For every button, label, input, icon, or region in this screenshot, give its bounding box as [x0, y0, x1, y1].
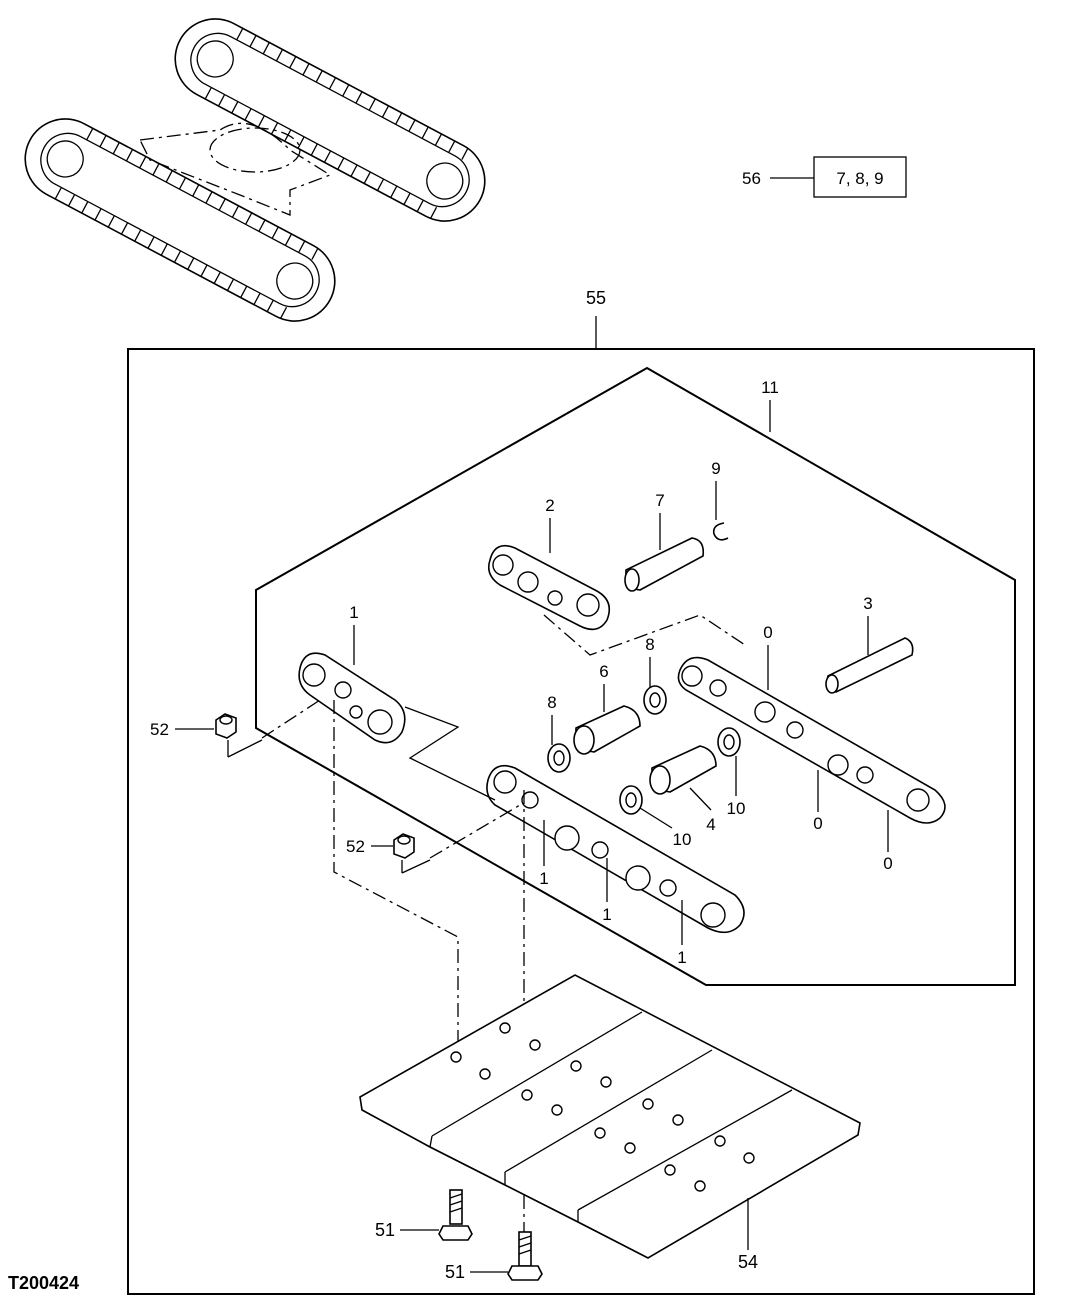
seal-10-left [619, 785, 643, 815]
label-link-1-a: 1 [539, 869, 548, 888]
label-link-0-top: 0 [763, 623, 772, 642]
label-link-1-c: 1 [677, 948, 686, 967]
nut-52-upper [215, 713, 237, 739]
label-link-1-left: 1 [349, 603, 358, 622]
kit-part-number: 56 [742, 169, 761, 188]
track-shoe-54 [359, 974, 861, 1259]
label-pin-7: 7 [655, 491, 664, 510]
seal-10-right [717, 727, 741, 757]
label-seal-10-left: 10 [673, 830, 692, 849]
label-pin-9: 9 [711, 459, 720, 478]
label-link-1-b: 1 [602, 905, 611, 924]
label-shoe-54: 54 [738, 1252, 758, 1272]
kit-box-text: 7, 8, 9 [836, 169, 883, 188]
label-seal-8-lower: 8 [547, 693, 556, 712]
assembly-55-label: 55 [586, 288, 606, 308]
kit-callout: 56 7, 8, 9 [742, 156, 907, 198]
label-bolt-51-upper: 51 [375, 1220, 395, 1240]
bushing-4 [649, 745, 717, 795]
bolt-51-upper [438, 1189, 473, 1241]
label-seal-10-right: 10 [727, 799, 746, 818]
chain-group-outline: 11 [255, 366, 1016, 986]
retainer-9 [712, 522, 729, 541]
label-seal-8-upper: 8 [645, 635, 654, 654]
pin-3 [825, 637, 914, 694]
label-pin-3: 3 [863, 594, 872, 613]
seal-8-upper [643, 685, 667, 715]
label-bushing-4: 4 [706, 815, 715, 834]
label-bushing-6: 6 [599, 662, 608, 681]
kit-box [813, 156, 907, 198]
link-2 [487, 544, 611, 631]
main-assembly-frame: 55 [127, 288, 1035, 1295]
bushing-6 [573, 705, 641, 755]
label-link-0-mid: 0 [813, 814, 822, 833]
seal-8-lower [547, 743, 571, 773]
undercarriage-illustration [24, 18, 486, 322]
link-0-chain [677, 656, 946, 824]
label-nut-52-lower: 52 [346, 837, 365, 856]
label-link-2: 2 [545, 496, 554, 515]
bolt-51-lower [507, 1231, 543, 1281]
figure-id: T200424 [8, 1273, 79, 1293]
pin-7 [624, 537, 705, 592]
label-link-0-bottom: 0 [883, 854, 892, 873]
nut-52-lower [393, 833, 415, 859]
link-1-chain [486, 764, 745, 934]
chain-group-11-label: 11 [761, 378, 779, 397]
label-nut-52-upper: 52 [150, 720, 169, 739]
link-1-left [298, 652, 406, 744]
label-bolt-51-lower: 51 [445, 1262, 465, 1282]
